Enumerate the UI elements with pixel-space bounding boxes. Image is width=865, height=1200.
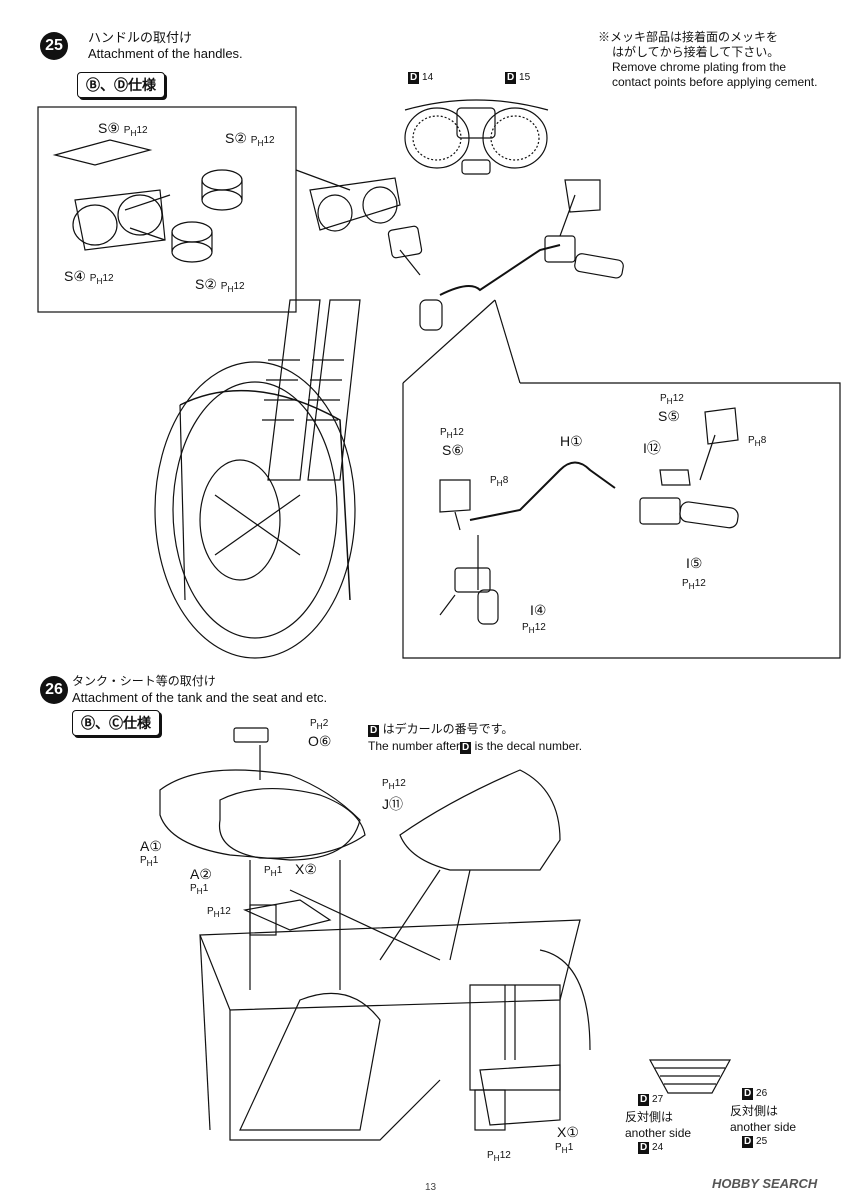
- paint-label: PH12: [682, 578, 706, 591]
- note-line: ※メッキ部品は接着面のメッキを: [598, 30, 779, 44]
- paint-label: PH12: [660, 393, 684, 406]
- decal-label: D 27: [638, 1094, 664, 1106]
- part-label-i12: I⑫: [643, 440, 661, 456]
- step-title-jp: ハンドルの取付け: [88, 30, 193, 45]
- frame-engine-drawing: [199, 899, 591, 1141]
- part-label-s2-bottom: S② PH12: [195, 276, 245, 294]
- inset-meter-box: [37, 106, 297, 313]
- decal-number: 14: [422, 72, 434, 83]
- paint-label: PH12: [522, 622, 546, 635]
- decal-label: D 24: [638, 1142, 664, 1154]
- note-line: contact points before applying cement.: [612, 75, 818, 89]
- other-side-jp: 反対側は: [625, 1110, 674, 1124]
- paint-label: PH1: [555, 1142, 574, 1155]
- part-label-h1: H①: [560, 433, 583, 449]
- part-label-s2-top: S② PH12: [225, 130, 275, 148]
- paint-label: PH8: [748, 435, 767, 448]
- part-label-s6: S⑥: [442, 442, 464, 458]
- front-wheel-drawing: [154, 299, 361, 659]
- other-side-jp: 反対側は: [730, 1104, 779, 1118]
- step-title-en: Attachment of the handles.: [88, 46, 243, 61]
- other-side-en: another side: [730, 1120, 797, 1134]
- part-label-i4: I④: [530, 602, 547, 618]
- seat-drawing: [379, 769, 561, 961]
- note-line: Remove chrome plating from the: [612, 60, 787, 74]
- part-label-x2: X②: [295, 861, 317, 877]
- spec-label: Ⓑ、Ⓒ仕様: [72, 710, 160, 736]
- part-label-a1: A①: [140, 838, 162, 854]
- inset-handlebar-parts: [439, 407, 739, 625]
- side-cover-decal-drawing: [648, 1059, 732, 1094]
- paint-label: PH8: [490, 475, 509, 488]
- paint-label: PH12: [487, 1150, 511, 1163]
- decal-number: 15: [519, 72, 531, 83]
- page-number: 13: [425, 1182, 437, 1193]
- inset-handle-box: [402, 382, 841, 659]
- other-side-en: another side: [625, 1126, 692, 1140]
- part-label-j11: J⑪: [382, 796, 403, 812]
- inset-meter-parts: [52, 139, 243, 263]
- part-label-s4: S④ PH12: [64, 268, 114, 286]
- paint-label: PH1: [140, 855, 159, 868]
- paint-label: PH1: [264, 865, 283, 878]
- chrome-note: ※メッキ部品は接着面のメッキを はがしてから接着して下さい。 Remove ch…: [598, 30, 817, 90]
- hobbysearch-watermark: HOBBY SEARCH: [712, 1176, 818, 1191]
- part-label-a2: A②: [190, 866, 212, 882]
- part-label-x1: X①: [557, 1124, 579, 1140]
- part-label-o6: O⑥: [308, 733, 332, 749]
- spec-label: Ⓑ、Ⓓ仕様: [77, 72, 165, 98]
- part-label-s5: S⑤: [658, 408, 680, 424]
- paint-label: PH12: [382, 778, 406, 791]
- step-number-badge: 26: [40, 676, 68, 704]
- fuel-tank-drawing: [159, 727, 366, 861]
- decal-label-right: D 15: [505, 72, 531, 84]
- handlebar-drawing: [309, 177, 624, 331]
- meter-cluster-drawing: [404, 99, 549, 175]
- decal-label-left: D 14: [408, 72, 434, 84]
- part-label-i5: I⑤: [686, 555, 703, 571]
- decal-label: D 25: [742, 1136, 768, 1148]
- step-title-jp: タンク・シート等の取付け: [72, 674, 216, 688]
- part-label-s9: S⑨ PH12: [98, 120, 148, 138]
- step-title-en: Attachment of the tank and the seat and …: [72, 690, 328, 705]
- paint-label: PH12: [207, 906, 231, 919]
- step-number-badge: 25: [40, 32, 68, 60]
- decal-label: D 26: [742, 1088, 768, 1100]
- decal-note-jp: D はデカールの番号です。: [368, 722, 514, 737]
- note-line: はがしてから接着して下さい。: [612, 45, 780, 59]
- paint-label: PH12: [440, 427, 464, 440]
- paint-label: PH1: [190, 883, 209, 896]
- paint-label: PH2: [310, 718, 329, 731]
